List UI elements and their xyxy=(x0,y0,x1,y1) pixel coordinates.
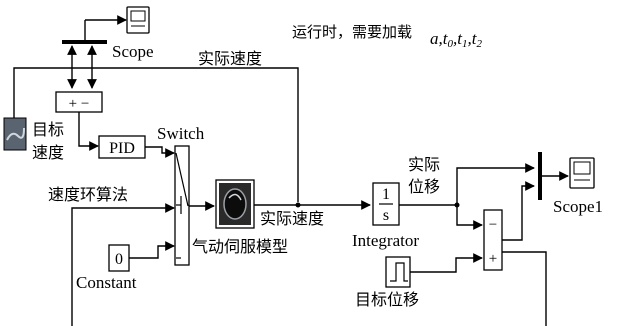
run-note-text: 运行时，需要加载 xyxy=(292,23,412,41)
scope1-label: Scope1 xyxy=(553,197,603,216)
var-a: a xyxy=(430,29,439,48)
servo-model-block[interactable] xyxy=(215,179,255,229)
actual-speed-mid-label: 实际速度 xyxy=(260,209,324,228)
var-t0: t xyxy=(443,29,449,48)
speed-loop-wire xyxy=(71,203,175,326)
integrator-block[interactable] xyxy=(372,182,400,226)
actual-speed-top-label: 实际速度 xyxy=(198,49,262,68)
sum-right-minus: − xyxy=(489,217,497,233)
constant-label: Constant xyxy=(76,273,137,292)
target-displacement-source[interactable] xyxy=(385,256,411,288)
switch-label: Switch xyxy=(157,124,205,143)
scope-top-block[interactable] xyxy=(126,6,150,34)
integrator-label: Integrator xyxy=(352,231,419,250)
target-speed-label-2: 速度 xyxy=(32,143,64,162)
switch-block[interactable] xyxy=(174,145,190,266)
target-displacement-label: 目标位移 xyxy=(355,290,419,309)
speed-feedback-wire xyxy=(13,67,299,202)
sum-top-signs: + − xyxy=(69,96,90,112)
pid-label: PID xyxy=(109,140,135,157)
speed-loop-algorithm-label: 速度环算法 xyxy=(48,185,128,204)
constant-value: 0 xyxy=(115,251,123,268)
scope-top-label: Scope xyxy=(112,42,154,61)
error-output-wire xyxy=(502,251,547,326)
target-speed-label-1: 目标 xyxy=(32,120,64,139)
integrator-den: s xyxy=(383,207,389,224)
sum-right-plus: + xyxy=(489,251,497,267)
scope1-block[interactable] xyxy=(569,157,595,189)
actual-disp-label-1: 实际 xyxy=(408,155,440,174)
integrator-num: 1 xyxy=(382,186,390,203)
target-speed-source[interactable] xyxy=(3,117,27,151)
actual-disp-label-2: 位移 xyxy=(408,177,440,196)
run-note-vars: a,t0,t1,t2 xyxy=(430,29,482,50)
servo-model-label: 气动伺服模型 xyxy=(192,237,288,256)
